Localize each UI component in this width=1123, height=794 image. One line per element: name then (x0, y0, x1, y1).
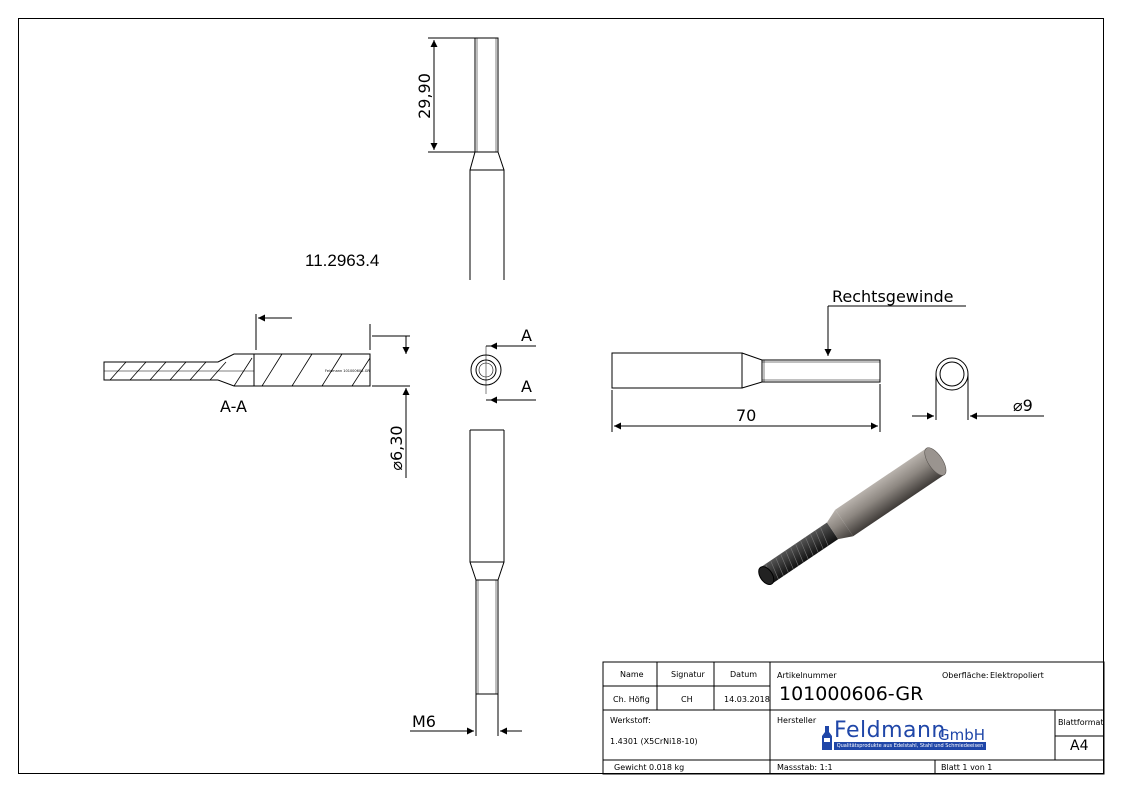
datum-value: 14.03.2018 (724, 695, 770, 704)
sheet-text: Blatt 1 von 1 (941, 763, 993, 772)
manufacturer-logo: Feldmann GmbH Qualitätsprodukte aus Edel… (820, 718, 990, 754)
part-3d-render (758, 447, 947, 586)
logo-name: Feldmann (834, 718, 946, 743)
signatur-value: CH (681, 695, 693, 704)
outer-diameter-label: ⌀9 (1013, 396, 1033, 415)
reference-number: 11.2963.4 (305, 251, 379, 270)
dimension-thread-length (428, 37, 475, 153)
article-value: 101000606-GR (779, 683, 924, 705)
overall-length-label: 70 (736, 406, 756, 425)
side-view (611, 352, 881, 389)
dimension-diameter (369, 324, 410, 478)
end-view-right (912, 357, 1044, 420)
thread-leader (824, 305, 966, 356)
name-value: Ch. Höfig (613, 695, 650, 704)
dimension-thread-size (410, 694, 522, 736)
logo-suffix: GmbH (938, 726, 986, 744)
article-label: Artikelnummer (777, 671, 837, 680)
logo-crest-icon (822, 726, 832, 750)
thread-size-label: M6 (412, 712, 436, 731)
diameter-section-label: ⌀6,30 (387, 425, 406, 470)
section-arrows (486, 342, 536, 404)
logo-tagline: Qualitätsprodukte aus Edelstahl, Stahl u… (834, 742, 986, 750)
end-view (470, 346, 502, 394)
thread-direction-label: Rechtsgewinde (832, 287, 953, 306)
section-view (103, 353, 371, 387)
weight-text: Gewicht 0.018 kg (614, 763, 685, 772)
drawing-frame (18, 18, 1104, 774)
header-datum: Datum (730, 670, 758, 679)
section-marker-bottom: A (521, 377, 532, 396)
material-label: Werkstoff: (610, 716, 651, 725)
section-label: A-A (220, 397, 247, 416)
thread-length-label: 29,90 (415, 73, 434, 119)
surface-value: Elektropoliert (990, 671, 1044, 680)
vertical-view-bottom (469, 429, 505, 695)
engraving-text: Feldmann 101000606-GR (325, 369, 370, 373)
sheet-format-label: Blattformat (1058, 718, 1104, 727)
vertical-view-top (469, 37, 505, 280)
dimension-overall-length (611, 384, 881, 432)
sheet-format-value: A4 (1070, 738, 1089, 754)
title-block-grid (602, 661, 1105, 775)
manufacturer-label: Hersteller (777, 716, 817, 725)
header-signatur: Signatur (671, 670, 705, 679)
section-marker-top: A (521, 326, 532, 345)
surface-label: Oberfläche: (942, 671, 989, 680)
section-dim-top (255, 314, 292, 350)
material-value: 1.4301 (X5CrNi18-10) (610, 737, 698, 746)
header-name: Name (620, 670, 644, 679)
scale-text: Massstab: 1:1 (777, 763, 833, 772)
